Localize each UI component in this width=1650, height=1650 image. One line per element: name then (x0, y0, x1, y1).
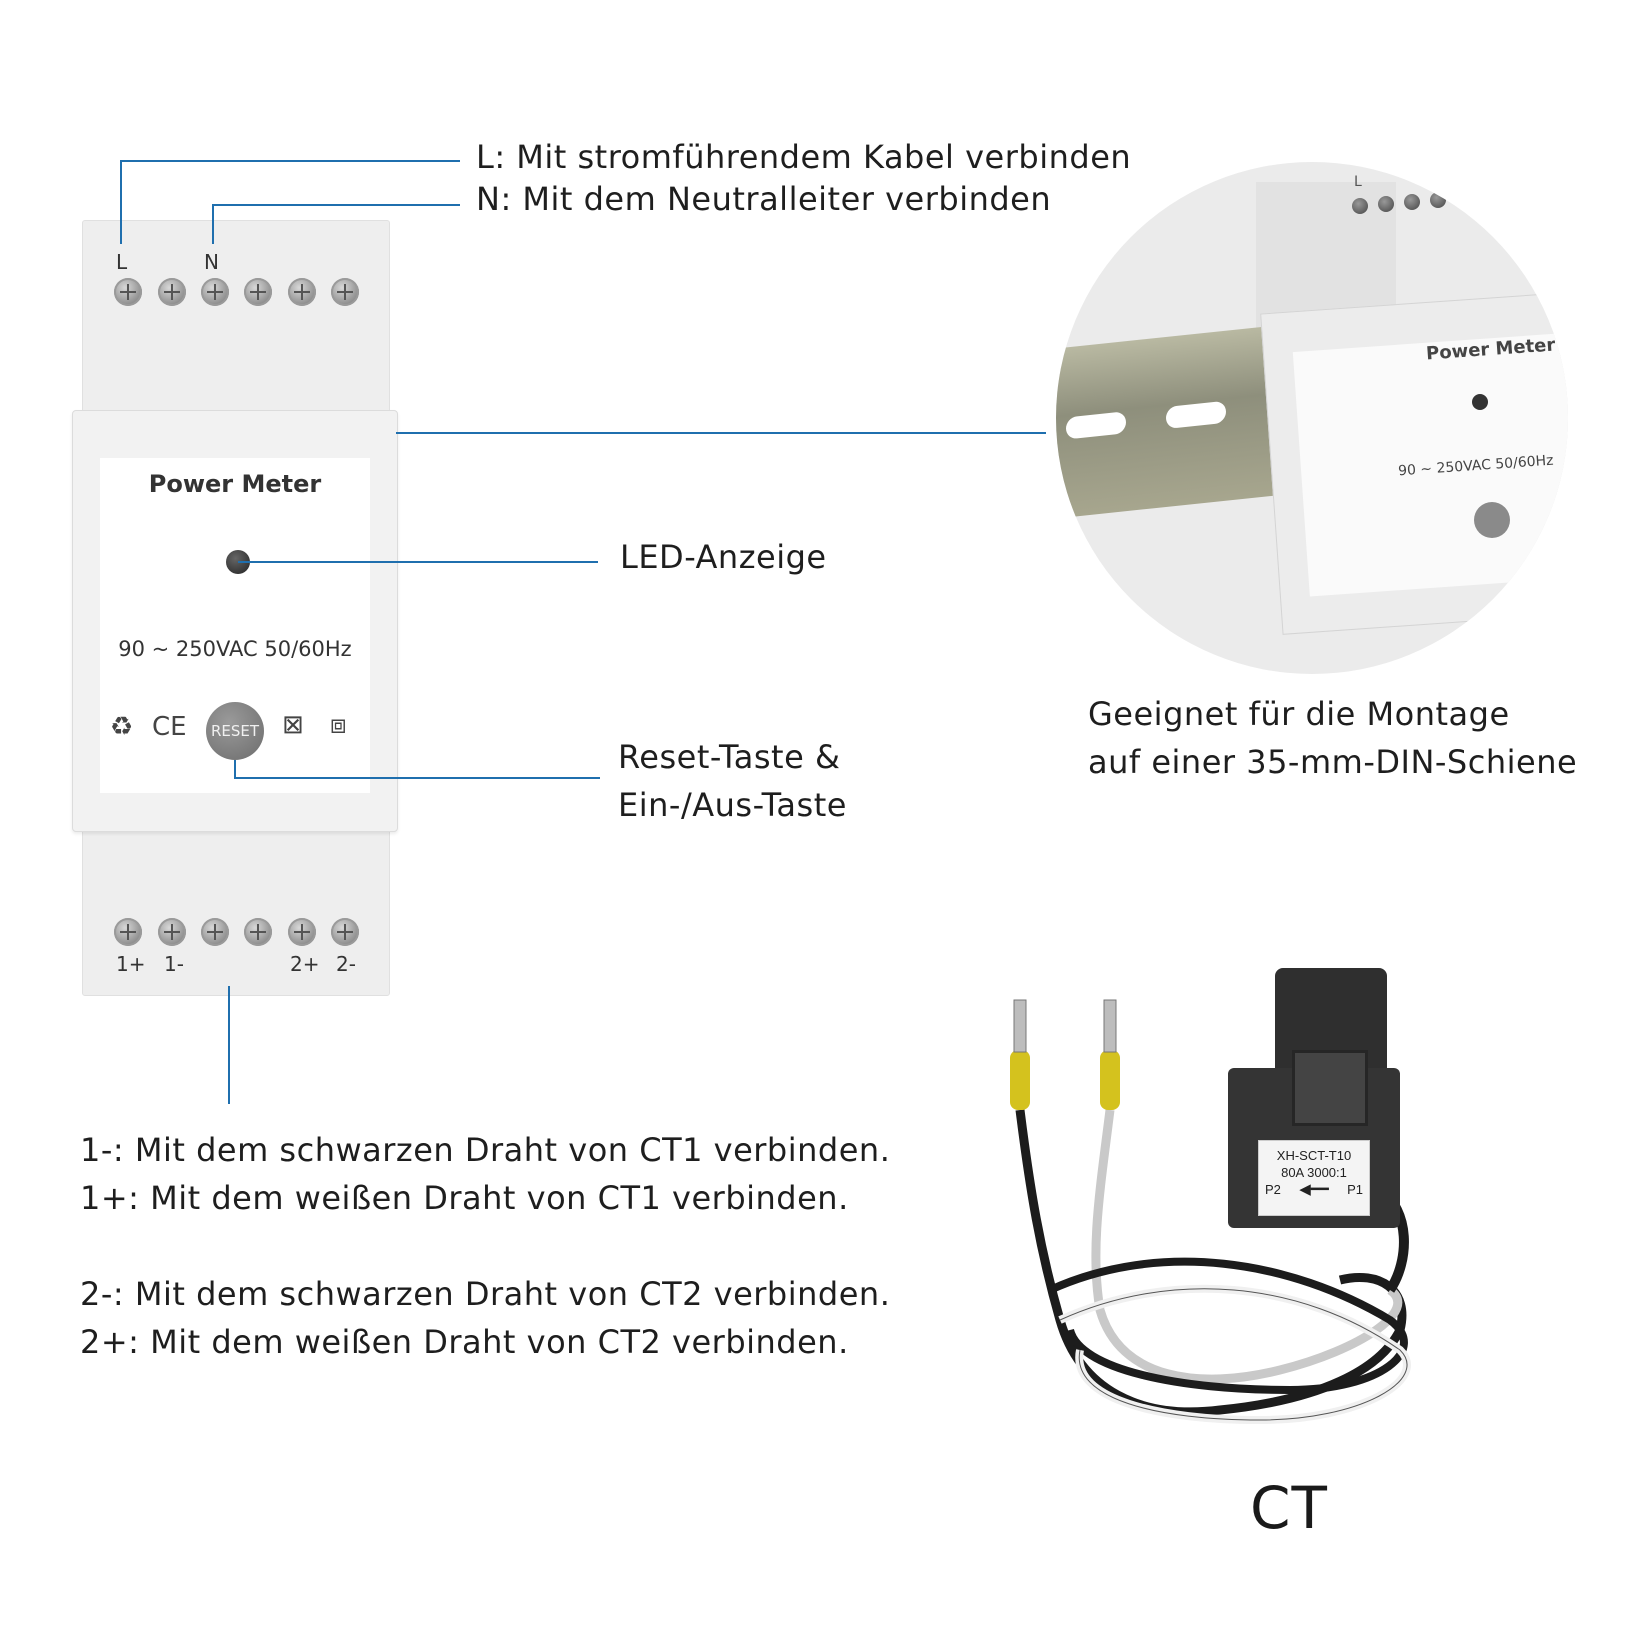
ct-sensor-label: XH-SCT-T10 80A 3000:1 P2 ◀━━ P1 (1258, 1140, 1370, 1216)
terminal-label-1minus: 1- (164, 952, 184, 976)
zoom-screw-4 (1430, 192, 1446, 208)
leader-line-n-horizontal (212, 204, 460, 206)
zoom-screw-1 (1352, 198, 1368, 214)
meter-title: Power Meter (148, 470, 322, 498)
ct-p2-label: P2 (1265, 1182, 1281, 1197)
zoom-led (1472, 394, 1488, 410)
leader-line-bottom-terminals (228, 986, 230, 1104)
din-rail (1056, 325, 1276, 519)
recycle-icon: ♻ (110, 712, 134, 742)
zoom-screw-2 (1378, 196, 1394, 212)
leader-line-l-horizontal (120, 160, 460, 162)
leader-line-reset-horizontal (234, 777, 600, 779)
leader-line-din (396, 432, 1046, 434)
terminal-screw-bottom-4 (244, 918, 272, 946)
ct-cable-drawing (1010, 999, 1411, 1425)
terminal-screw-bottom-3 (201, 918, 229, 946)
terminal-label-1plus: 1+ (116, 952, 146, 976)
terminal-label-2minus: 2- (336, 952, 356, 976)
meter-spec: 90 ~ 250VAC 50/60Hz (118, 637, 352, 661)
ct-direction-arrow-icon: ◀━━ (1299, 1181, 1329, 1198)
callout-reset-line1: Reset-Taste & (618, 738, 841, 776)
terminal-screw-bottom-6 (331, 918, 359, 946)
ct-rating: 80A 3000:1 (1281, 1165, 1347, 1180)
din-rail-photo: L Power Meter 90 ~ 250VAC 50/60Hz (1056, 162, 1568, 674)
terminal-screw-top-3 (201, 278, 229, 306)
leader-line-led (238, 561, 598, 563)
zoom-reset-button (1474, 502, 1510, 538)
din-caption-line2: auf einer 35-mm-DIN-Schiene (1088, 743, 1578, 781)
meter-bottom-housing (82, 826, 390, 996)
ct-instruction-1: 1-: Mit dem schwarzen Draht von CT1 verb… (80, 1131, 891, 1169)
din-caption-line1: Geeignet für die Montage (1088, 695, 1510, 733)
callout-reset-line2: Ein-/Aus-Taste (618, 786, 847, 824)
ct-instruction-3: 2-: Mit dem schwarzen Draht von CT2 verb… (80, 1275, 891, 1313)
reset-button[interactable]: RESET (206, 702, 264, 760)
leader-line-l-vertical (120, 160, 122, 244)
zoom-terminal-label: L (1354, 174, 1362, 190)
ce-mark-icon: CE (152, 712, 187, 742)
terminal-screw-bottom-1 (114, 918, 142, 946)
terminal-label-l: L (116, 250, 128, 274)
ct-clip-latch (1292, 1050, 1368, 1126)
weee-bin-icon: ⊠ (282, 710, 304, 740)
callout-n-terminal: N: Mit dem Neutralleiter verbinden (476, 180, 1052, 218)
terminal-label-2plus: 2+ (290, 952, 320, 976)
terminal-screw-top-6 (331, 278, 359, 306)
terminal-screw-top-2 (158, 278, 186, 306)
rail-slot-2 (1166, 400, 1226, 429)
terminal-screw-top-1 (114, 278, 142, 306)
zoom-screw-3 (1404, 194, 1420, 210)
terminal-screw-bottom-5 (288, 918, 316, 946)
double-insulation-icon: ⧈ (330, 710, 347, 740)
leader-line-reset-vertical (234, 760, 236, 778)
terminal-screw-top-5 (288, 278, 316, 306)
ct-caption: CT (1250, 1474, 1328, 1542)
callout-l-terminal: L: Mit stromführendem Kabel verbinden (476, 138, 1132, 176)
ct-instruction-4: 2+: Mit dem weißen Draht von CT2 verbind… (80, 1323, 849, 1361)
ct-instruction-2: 1+: Mit dem weißen Draht von CT1 verbind… (80, 1179, 849, 1217)
terminal-label-n: N (204, 250, 219, 274)
ct-model: XH-SCT-T10 (1276, 1148, 1352, 1163)
rail-slot-1 (1066, 411, 1126, 440)
terminal-screw-bottom-2 (158, 918, 186, 946)
terminal-screw-top-4 (244, 278, 272, 306)
callout-led: LED-Anzeige (620, 538, 827, 576)
leader-line-n-vertical (212, 204, 214, 244)
meter-top-housing (82, 220, 390, 417)
ct-p1-label: P1 (1347, 1182, 1363, 1197)
